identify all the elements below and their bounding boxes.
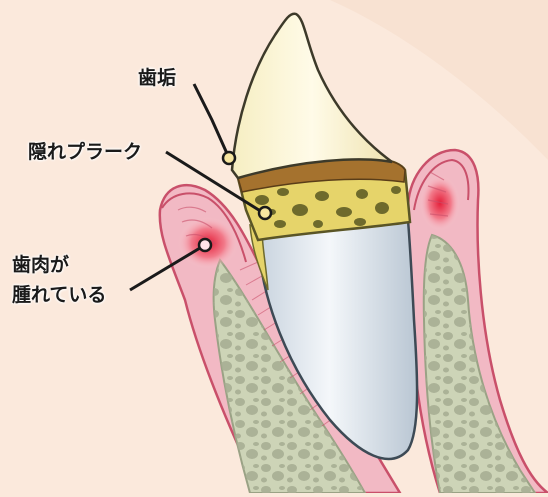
leader-tartar-dot xyxy=(223,152,235,164)
label-tartar: 歯垢 xyxy=(138,66,176,90)
label-swollen-gum-line1: 歯肉が xyxy=(12,253,69,277)
leader-plaque-dot xyxy=(259,207,271,219)
label-hidden-plaque: 隠れプラーク xyxy=(28,140,142,164)
label-swollen-gum-line2: 腫れている xyxy=(12,283,106,307)
leader-gum-dot xyxy=(199,239,211,251)
